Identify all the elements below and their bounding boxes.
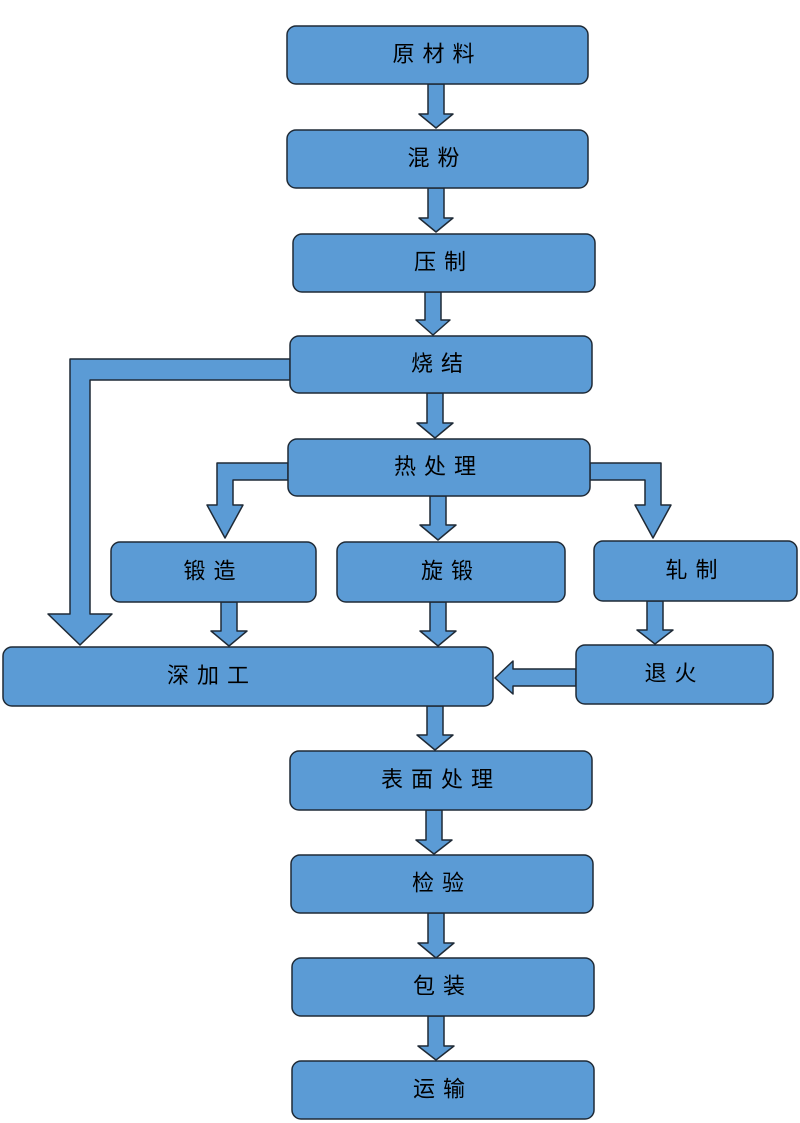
- arrow-inspection-to-packaging: [417, 912, 455, 959]
- arrow-annealing-to-deep-processing: [494, 660, 577, 695]
- node-rotary-swaging: 旋锻: [336, 541, 566, 603]
- arrow-raw-material-to-mixing: [418, 83, 454, 129]
- node-deep-processing-label: 深加工: [167, 664, 257, 689]
- node-mixing-label: 混粉: [407, 147, 467, 172]
- node-rotary-swaging-label: 旋锻: [421, 560, 481, 585]
- node-sintering-label: 烧结: [411, 352, 471, 377]
- arrow-sintering-to-heat-treatment: [416, 392, 454, 439]
- node-surface-treatment: 表面处理: [289, 750, 593, 811]
- node-forging-label: 锻造: [183, 560, 243, 585]
- node-forging: 锻造: [110, 541, 317, 603]
- arrow-heat-treatment-to-rolling: [589, 462, 672, 539]
- arrow-heat-treatment-to-forging: [206, 462, 289, 539]
- arrow-rolling-to-annealing: [636, 600, 674, 645]
- node-rolling: 轧制: [593, 540, 798, 602]
- node-inspection-label: 检验: [412, 872, 472, 897]
- node-sintering: 烧结: [289, 335, 593, 394]
- arrow-sintering-to-deep-processing: [47, 358, 291, 646]
- node-heat-treatment-label: 热处理: [394, 455, 484, 480]
- arrow-mixing-to-pressing: [418, 187, 454, 233]
- node-rolling-label: 轧制: [665, 559, 725, 584]
- node-surface-treatment-label: 表面处理: [381, 768, 501, 793]
- arrow-surface-treatment-to-inspection: [415, 809, 453, 855]
- flow-arrows: [47, 83, 674, 1061]
- node-transport: 运输: [291, 1060, 595, 1120]
- node-annealing: 退火: [575, 644, 774, 705]
- node-annealing-label: 退火: [644, 662, 704, 687]
- node-transport-label: 运输: [413, 1078, 473, 1103]
- node-deep-processing: 深加工: [2, 646, 494, 707]
- node-pressing-label: 压制: [414, 251, 474, 276]
- node-packaging-label: 包装: [413, 975, 473, 1000]
- arrow-heat-treatment-to-rotary-swaging: [419, 495, 457, 541]
- node-packaging: 包装: [291, 957, 595, 1017]
- arrow-forging-to-deep-processing: [210, 601, 248, 647]
- node-inspection: 检验: [290, 854, 594, 914]
- arrow-pressing-to-sintering: [415, 291, 451, 336]
- arrow-deep-processing-to-surface-treatment: [416, 705, 454, 751]
- arrow-packaging-to-transport: [417, 1015, 455, 1061]
- flow-boxes: 原材料 混粉 压制 烧结 热处理 锻造 旋锻 轧制: [2, 25, 798, 1120]
- arrow-rotary-swaging-to-deep-processing: [419, 601, 457, 647]
- node-raw-material-label: 原材料: [392, 43, 482, 68]
- node-pressing: 压制: [292, 233, 596, 293]
- node-raw-material: 原材料: [286, 25, 589, 85]
- node-heat-treatment: 热处理: [287, 438, 591, 497]
- node-mixing: 混粉: [286, 129, 589, 189]
